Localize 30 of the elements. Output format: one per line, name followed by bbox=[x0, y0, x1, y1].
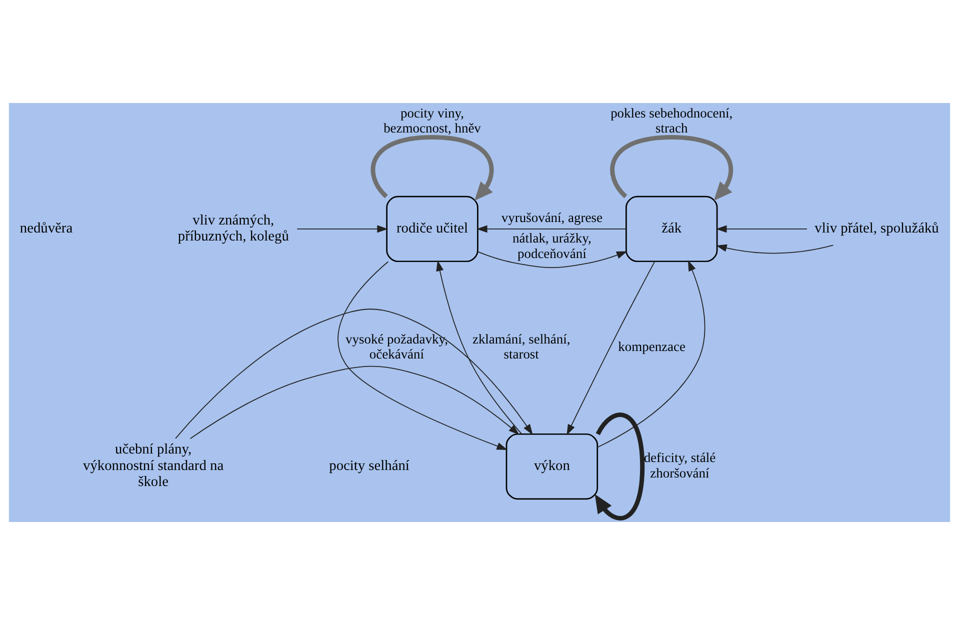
node-text: učební plány, výkonnostní standard na škole bbox=[83, 441, 224, 490]
arrow bbox=[566, 260, 656, 435]
edge-label: pokles sebehodnocení, strach bbox=[610, 104, 733, 136]
arrow bbox=[716, 224, 808, 232]
node-box: výkon bbox=[506, 432, 598, 500]
node-text: vliv přátel, spolužáků bbox=[814, 220, 939, 236]
edge-label: vysoké požadavky, očekávání bbox=[345, 330, 448, 362]
arrow bbox=[610, 134, 734, 200]
node-box: žák bbox=[626, 195, 718, 262]
arrow bbox=[477, 250, 628, 268]
arrow bbox=[370, 134, 494, 200]
edge-label: nátlak, urážky, podceňování bbox=[512, 230, 592, 260]
arrow bbox=[175, 308, 533, 438]
arrow bbox=[596, 260, 706, 448]
edge-label: pocity viny, bezmocnost, hněv bbox=[384, 104, 481, 136]
arrow bbox=[476, 224, 626, 232]
edge-label: zklamání, selhání, starost bbox=[472, 330, 570, 362]
arrow bbox=[190, 365, 520, 439]
arrow bbox=[436, 260, 522, 434]
arrow bbox=[716, 244, 834, 254]
edge-label: kompenzace bbox=[618, 338, 686, 354]
node-box: rodiče učitel bbox=[386, 195, 478, 262]
edge-label: vyrušování, agrese bbox=[501, 209, 602, 224]
label: pocity selhání bbox=[329, 457, 410, 474]
arrow bbox=[338, 260, 508, 450]
node-text: vliv známých, příbuzných, kolegů bbox=[178, 212, 289, 244]
edge-label: deficity, stálé zhoršování bbox=[644, 450, 716, 480]
label: nedůvěra bbox=[20, 220, 73, 236]
arrow bbox=[296, 224, 388, 232]
arrow bbox=[594, 412, 645, 520]
